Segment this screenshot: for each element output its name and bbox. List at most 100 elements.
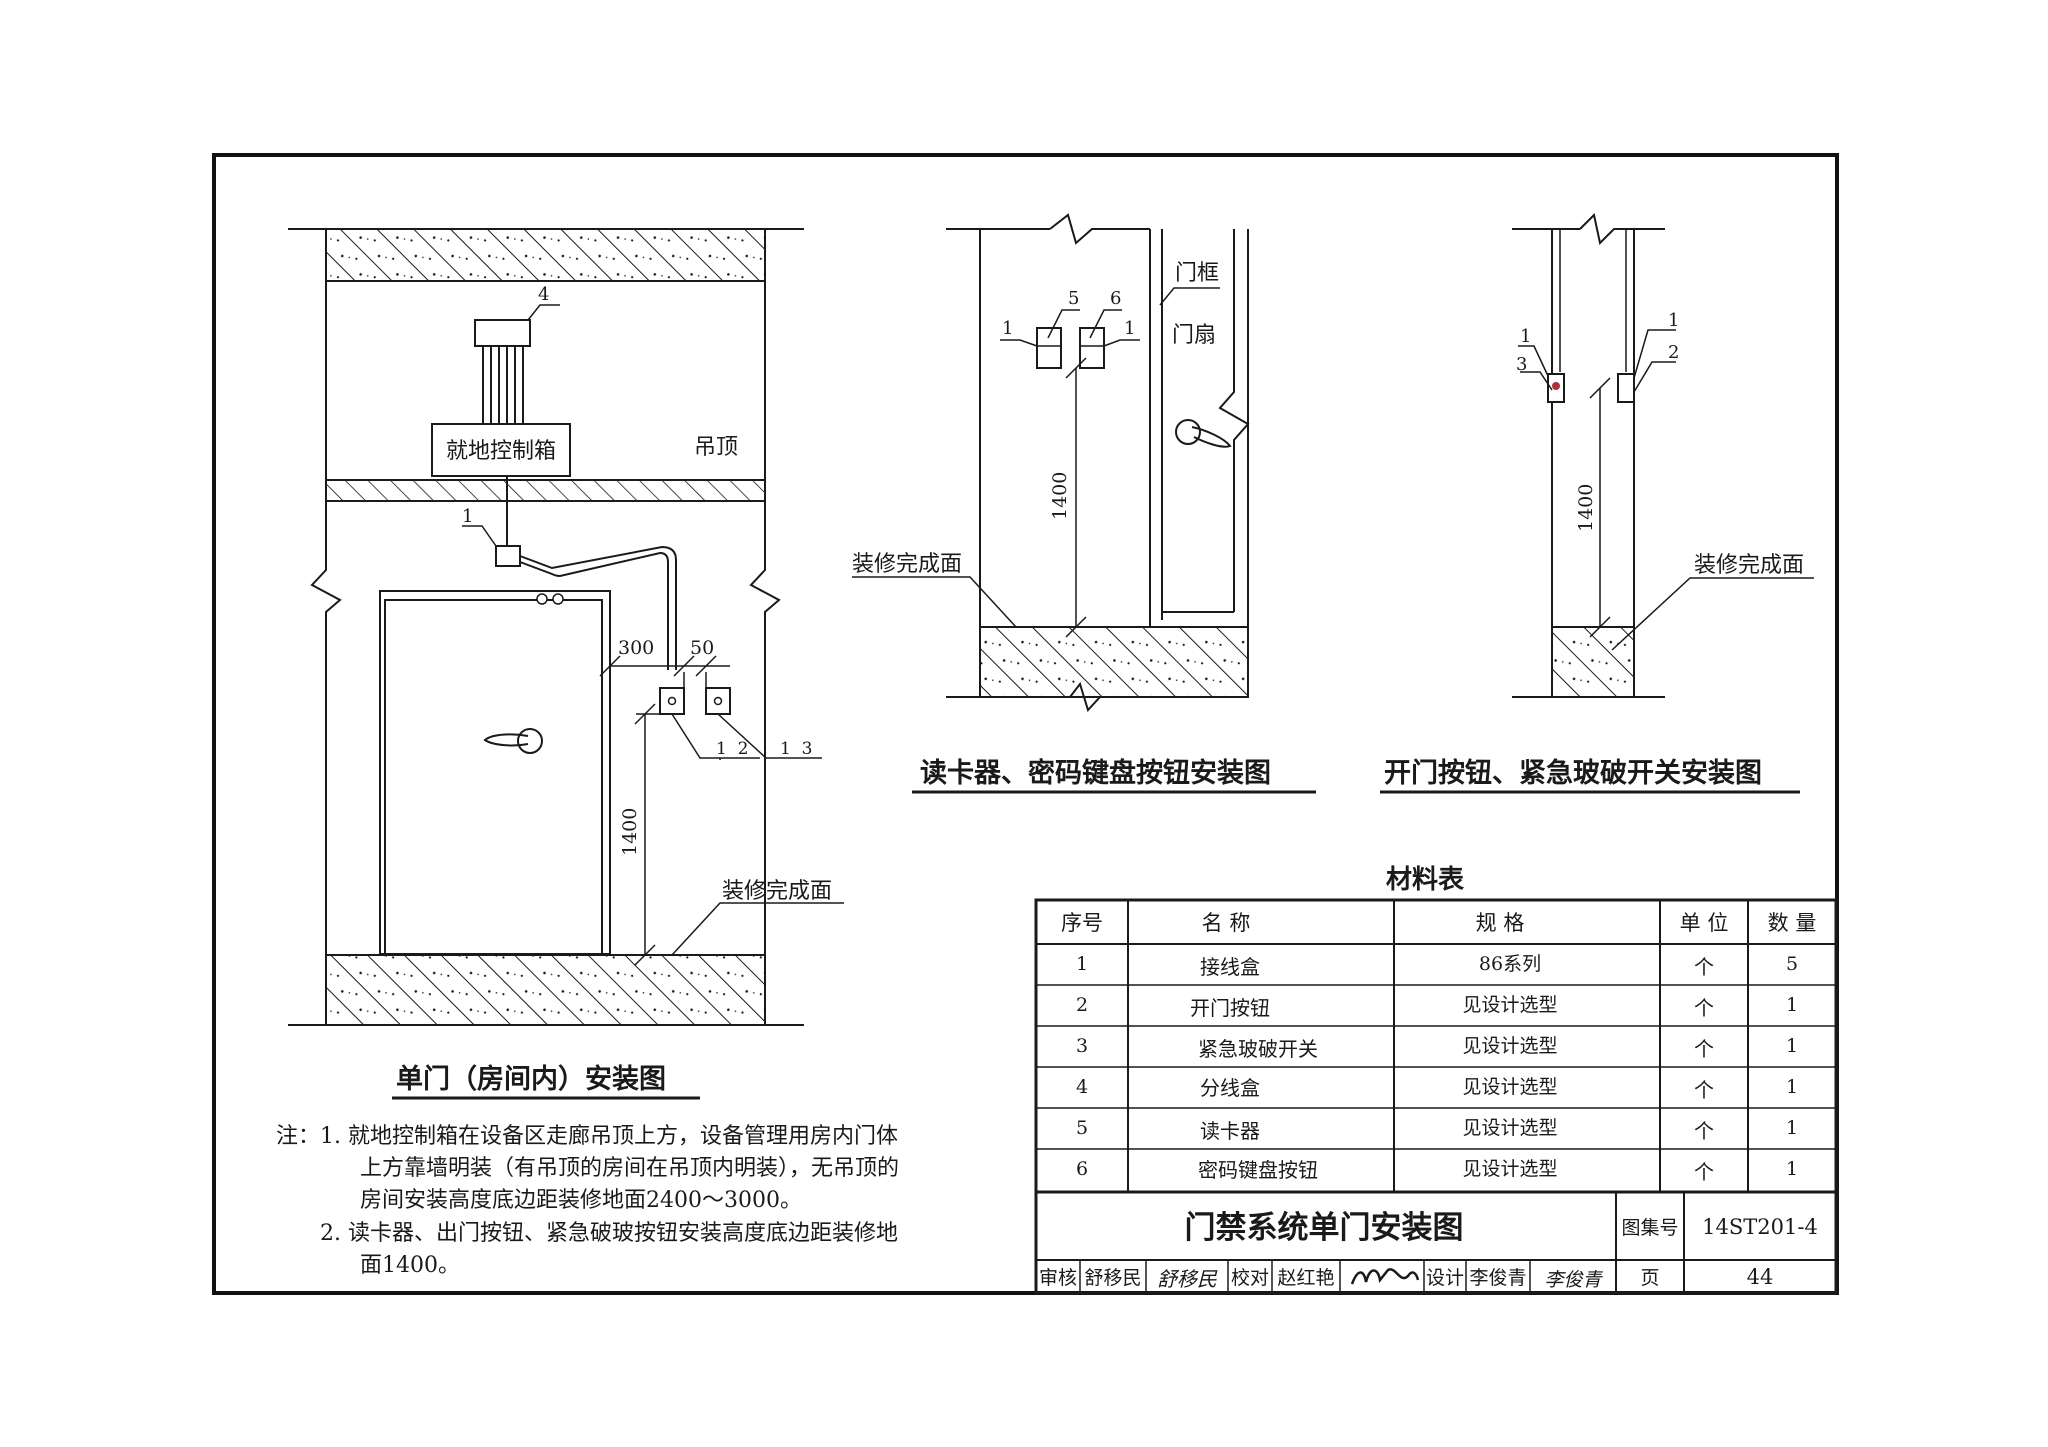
col-header: 规 格 [1476, 911, 1525, 935]
cell-name: 开门按钮 [1190, 996, 1270, 1020]
callout-1-3: 1 3 [780, 739, 812, 759]
design-label: 设计 [1426, 1267, 1464, 1289]
dim-1400-right: 1400 [1575, 484, 1597, 532]
cell-qty: 1 [1786, 994, 1798, 1016]
cell-spec: 见设计选型 [1462, 994, 1557, 1016]
note-line: 房间安装高度底边距装修地面2400～3000。 [360, 1188, 802, 1213]
cell-no: 1 [1076, 953, 1088, 975]
left-finish-floor-label: 装修完成面 [722, 879, 832, 904]
materials-table: 材料表 序号 名 称 规 格 单 位 数 量 1 接线盒 86系列 个 5 2 … [1034, 865, 1838, 1194]
cell-spec: 见设计选型 [1462, 1117, 1557, 1139]
note-line: 2. 读卡器、出门按钮、紧急破玻按钮安装高度底边距装修地 [320, 1221, 898, 1246]
col-header: 序号 [1061, 911, 1103, 935]
note-line: 上方靠墙明装（有吊顶的房间在吊顶内明装），无吊顶的 [360, 1156, 899, 1181]
cell-name: 分线盒 [1200, 1076, 1260, 1100]
col-header: 单 位 [1680, 911, 1729, 935]
middle-callout-5: 5 [1068, 288, 1079, 309]
cell-qty: 1 [1786, 1076, 1798, 1098]
cell-qty: 1 [1786, 1117, 1798, 1139]
table-row: 2 开门按钮 见设计选型 个 1 [1076, 994, 1798, 1020]
page-label: 页 [1640, 1267, 1659, 1289]
cell-qty: 5 [1786, 953, 1798, 975]
cell-spec: 见设计选型 [1462, 1158, 1557, 1180]
drawing-title: 门禁系统单门安装图 [1185, 1210, 1464, 1246]
materials-caption: 材料表 [1386, 865, 1465, 895]
middle-door-handle [1175, 419, 1201, 445]
right-finish-floor-label: 装修完成面 [1694, 553, 1804, 578]
design-signature: 李俊青 [1544, 1269, 1603, 1291]
table-row: 6 密码键盘按钮 见设计选型 个 1 [1076, 1158, 1798, 1184]
table-row: 1 接线盒 86系列 个 5 [1076, 953, 1798, 979]
cell-name: 接线盒 [1200, 955, 1260, 979]
left-drawing-title: 单门（房间内）安装图 [396, 1064, 666, 1095]
cell-no: 3 [1076, 1035, 1088, 1057]
review-name: 舒移民 [1084, 1267, 1141, 1289]
design-name: 李俊青 [1469, 1267, 1526, 1289]
ceiling-slab [325, 479, 766, 502]
page-number: 44 [1747, 1265, 1774, 1289]
junction-box-top [495, 545, 521, 567]
top-slab [325, 228, 766, 282]
sheet-border [212, 153, 1839, 1295]
middle-finish-floor-label: 装修完成面 [852, 552, 962, 577]
callout-4: 4 [538, 284, 549, 305]
right-callout-3: 3 [1516, 354, 1527, 375]
right-callout-1b: 1 [1668, 310, 1679, 331]
middle-floor-slab [979, 626, 1249, 698]
callout-1-top: 1 [462, 506, 473, 527]
title-block: 门禁系统单门安装图 图集号 14ST201-4 审核 舒移民 舒移民 校对 赵红… [1034, 1190, 1838, 1295]
dim-1400-left: 1400 [619, 808, 641, 856]
middle-callout-1b: 1 [1124, 318, 1135, 339]
note-line: 1. 就地控制箱在设备区走廊吊顶上方，设备管理用房内门体 [320, 1124, 898, 1149]
cell-unit: 个 [1694, 1119, 1714, 1143]
door-handle [517, 728, 543, 754]
splitter-cables [482, 346, 524, 424]
table-row: 3 紧急玻破开关 见设计选型 个 1 [1076, 1035, 1798, 1061]
dim-1400-middle: 1400 [1049, 472, 1071, 520]
right-floor-slab [1551, 626, 1635, 698]
left-drawing: 4 就地控制箱 吊顶 1 300 50 [288, 228, 844, 1100]
cell-no: 2 [1076, 994, 1088, 1016]
atlas-label: 图集号 [1621, 1217, 1678, 1239]
note-line: 面1400。 [360, 1253, 460, 1278]
callout-1-2: 1 2 [716, 739, 748, 759]
door-leaf [384, 599, 603, 955]
right-callout-1a: 1 [1520, 326, 1531, 347]
splitter-box [474, 319, 531, 347]
ceiling-label: 吊顶 [694, 435, 738, 460]
middle-callout-1a: 1 [1002, 318, 1013, 339]
right-drawing-title: 开门按钮、紧急玻破开关安装图 [1384, 757, 1762, 789]
col-header: 名 称 [1202, 911, 1251, 935]
dim-300: 300 [618, 637, 654, 659]
door-leaf-label: 门扇 [1172, 323, 1216, 348]
floor-slab [325, 954, 766, 1026]
right-callout-2: 2 [1668, 342, 1679, 363]
cell-unit: 个 [1694, 996, 1714, 1020]
review-label: 审核 [1039, 1267, 1077, 1289]
cell-spec: 见设计选型 [1462, 1035, 1557, 1057]
check-signature [1350, 1268, 1420, 1285]
notes-prefix: 注： [276, 1124, 320, 1149]
cell-no: 4 [1076, 1076, 1088, 1098]
check-label: 校对 [1231, 1267, 1269, 1289]
cell-unit: 个 [1694, 1160, 1714, 1184]
cell-no: 6 [1076, 1158, 1088, 1180]
right-drawing: 1 3 1 2 1400 装修完成面 开门按钮、紧急玻破开关安装图 [1380, 212, 1814, 794]
card-reader [1036, 327, 1062, 369]
cell-unit: 个 [1694, 955, 1714, 979]
door-frame-label: 门框 [1175, 261, 1219, 286]
cell-name: 密码键盘按钮 [1198, 1158, 1318, 1182]
local-box-label: 就地控制箱 [446, 439, 556, 464]
cell-qty: 1 [1786, 1158, 1798, 1180]
middle-drawing: 5 6 1 1 门框 门扇 1400 装修完成面 读卡器、密码键盘按钮安装图 [852, 213, 1316, 794]
cell-spec: 86系列 [1479, 953, 1541, 975]
local-control-box [431, 423, 571, 477]
notes: 注： 1. 就地控制箱在设备区走廊吊顶上方，设备管理用房内门体 上方靠墙明装（有… [276, 1124, 899, 1278]
table-row: 4 分线盒 见设计选型 个 1 [1076, 1076, 1798, 1102]
cell-name: 读卡器 [1200, 1119, 1260, 1143]
atlas-number: 14ST201-4 [1702, 1215, 1818, 1239]
middle-drawing-title: 读卡器、密码键盘按钮安装图 [920, 757, 1271, 789]
exit-button [1617, 373, 1635, 403]
cell-name: 紧急玻破开关 [1198, 1037, 1318, 1061]
